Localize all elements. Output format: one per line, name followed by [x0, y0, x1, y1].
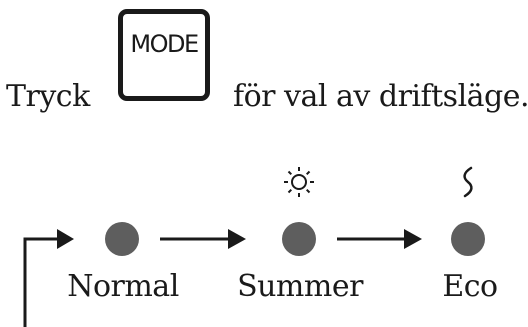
loop-back-arrowhead — [57, 229, 74, 249]
indicator-normal — [105, 222, 139, 256]
sun-icon — [284, 167, 314, 197]
instruction-prefix: Tryck — [6, 79, 90, 114]
indicator-eco — [451, 222, 485, 256]
mode-label-eco: Eco — [442, 269, 498, 304]
instruction-suffix: för val av driftsläge. — [233, 79, 528, 114]
wave-icon — [463, 166, 473, 198]
arrow-normal-to-summer — [160, 229, 246, 249]
mode-label-summer: Summer — [237, 269, 363, 304]
arrow-summer-to-eco — [337, 229, 422, 249]
indicator-summer — [282, 222, 316, 256]
mode-button-label: MODE — [130, 30, 199, 58]
mode-button[interactable]: MODE — [118, 9, 210, 101]
mode-label-normal: Normal — [67, 269, 179, 304]
loop-back-arrow — [23, 237, 60, 327]
